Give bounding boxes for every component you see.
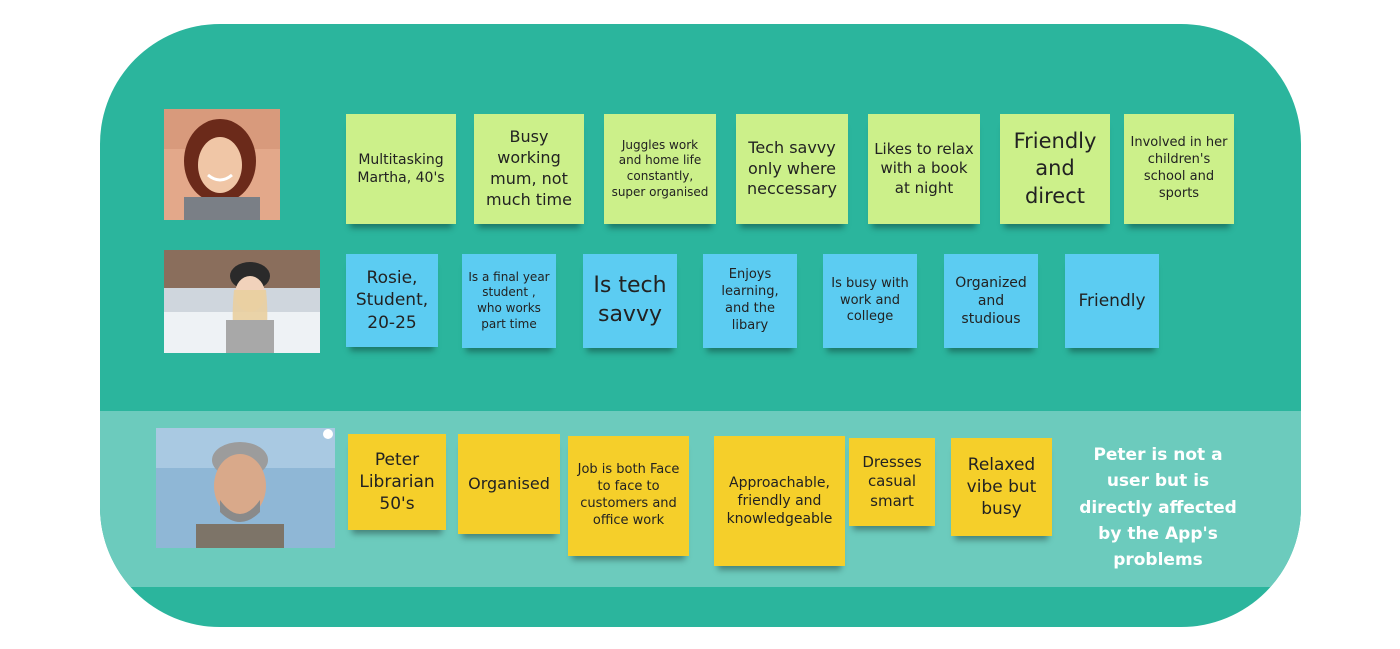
sticky-note: Is a final year student , who works part… [462,254,556,348]
sticky-note: Is busy with work and college [823,254,917,348]
peter-caption: Peter is not a user but is directly affe… [1079,445,1237,571]
sticky-note: Job is both Face to face to customers an… [568,436,689,556]
sticky-note: Likes to relax with a book at night [868,114,980,224]
rosie-photo [164,250,320,353]
sticky-note: Friendly [1065,254,1159,348]
sticky-note: Rosie, Student, 20-25 [346,254,438,347]
sticky-note: Approachable, friendly and knowledgeable [714,436,845,566]
sticky-note: Friendly and direct [1000,114,1110,224]
sticky-note: Is tech savvy [583,254,677,348]
sticky-note: Dresses casual smart [849,438,935,526]
sticky-note: Involved in her children's school and sp… [1124,114,1234,224]
sticky-note: Organized and studious [944,254,1038,348]
sticky-note: Organised [458,434,560,534]
sticky-note: Multitasking Martha, 40's [346,114,456,224]
martha-photo [164,109,280,220]
sticky-note: Relaxed vibe but busy [951,438,1052,536]
sticky-note: Peter Librarian 50's [348,434,446,530]
sticky-note: Busy working mum, not much time [474,114,584,224]
peter-photo [156,428,335,548]
sticky-note: Enjoys learning, and the libary [703,254,797,348]
sticky-note: Juggles work and home life constantly, s… [604,114,716,224]
sticky-note: Tech savvy only where neccessary [736,114,848,224]
